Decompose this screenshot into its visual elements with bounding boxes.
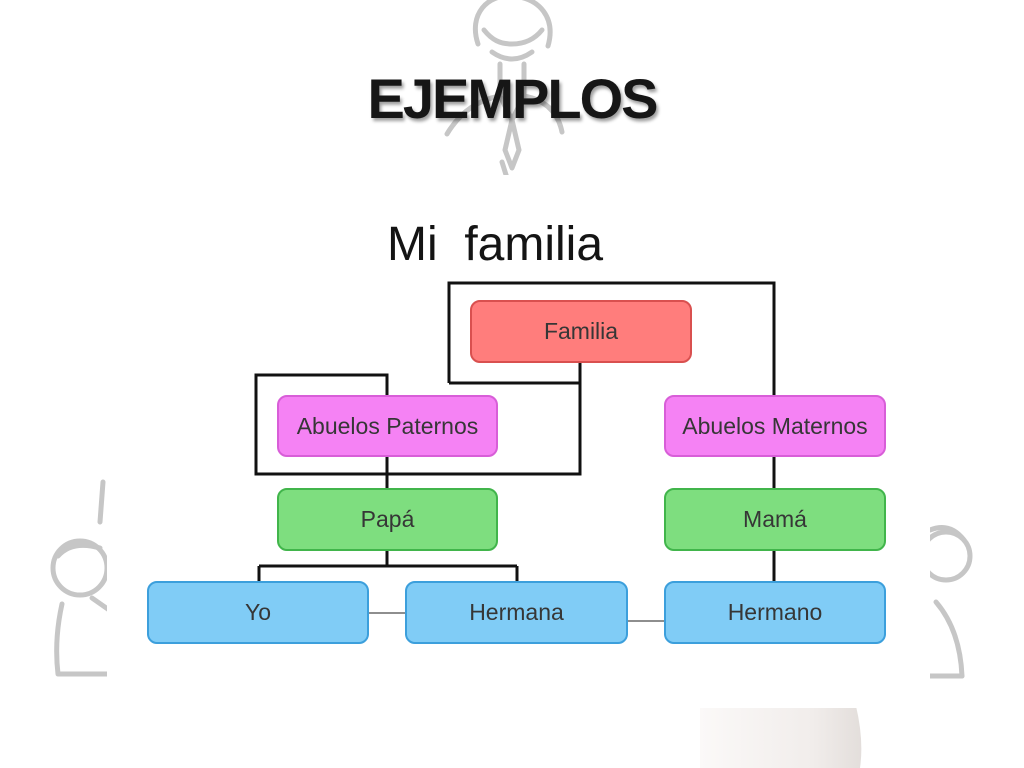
- node-label: Mamá: [743, 506, 807, 532]
- node-label: Yo: [244, 599, 272, 625]
- connector-familia-abuelos-maternos: [447, 281, 776, 395]
- slide-title: EJEMPLOS: [367, 67, 659, 130]
- connector-papa-hijos: [257, 551, 519, 581]
- node-abuelos-maternos: Abuelos Maternos: [664, 395, 886, 457]
- node-label: Familia: [543, 318, 619, 344]
- node-mama: Mamá: [664, 488, 886, 551]
- diagram-title: Mi familia: [387, 218, 604, 271]
- figure-bottom-sketch: [700, 706, 862, 768]
- connector-familia-abuelos-paternos: [254, 363, 582, 476]
- node-hermana: Hermana: [405, 581, 628, 644]
- node-hermano: Hermano: [664, 581, 886, 644]
- node-label: Abuelos Maternos: [682, 412, 868, 439]
- node-papa: Papá: [277, 488, 498, 551]
- node-label: Papá: [360, 506, 415, 532]
- node-familia: Familia: [470, 300, 692, 363]
- figure-top-sketch: [444, 0, 565, 181]
- node-abuelos-paternos: Abuelos Paternos: [277, 395, 498, 457]
- node-label: Abuelos Paternos: [296, 412, 479, 439]
- node-label: Hermano: [727, 599, 823, 625]
- node-yo: Yo: [147, 581, 369, 644]
- node-label: Hermana: [469, 599, 564, 625]
